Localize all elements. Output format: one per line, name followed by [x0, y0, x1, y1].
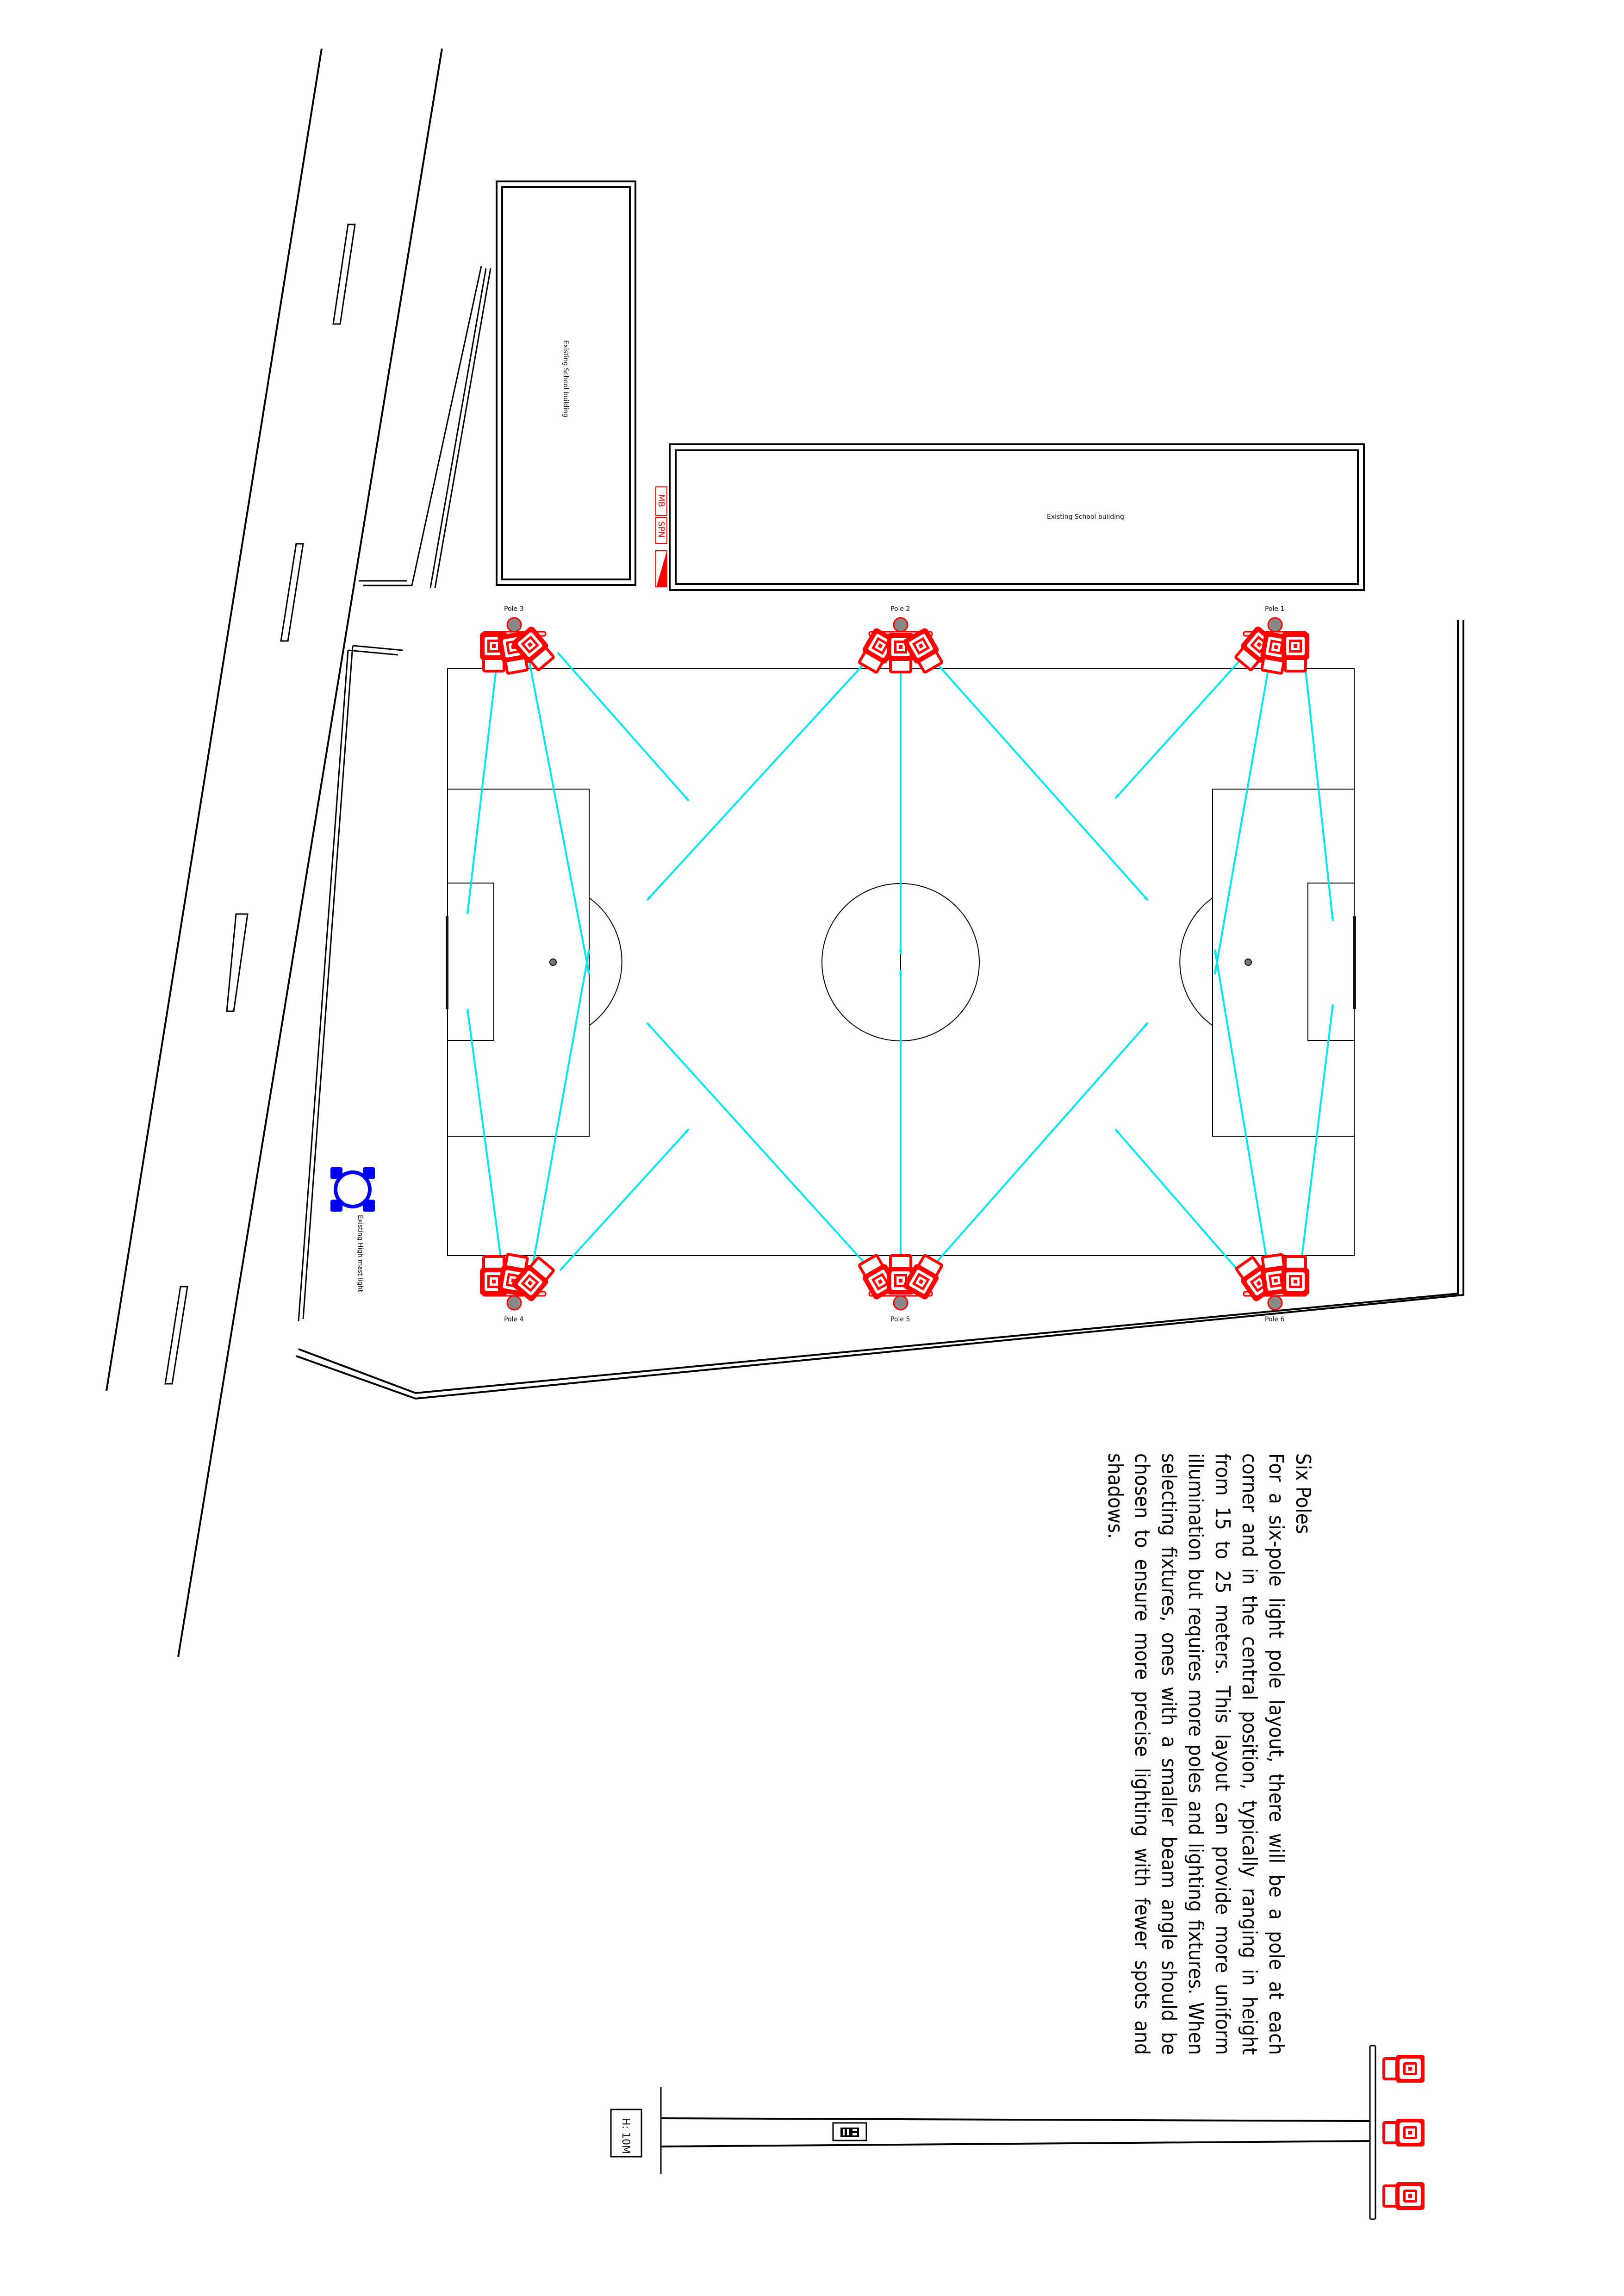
- pole-6[interactable]: Pole 6: [1234, 1254, 1308, 1323]
- pole-4[interactable]: Pole 4: [481, 1254, 556, 1323]
- aim-lines: [467, 652, 1333, 1271]
- pole-5[interactable]: Pole 5: [857, 1254, 945, 1323]
- pole-height-label: H: 10M: [620, 2118, 631, 2154]
- svg-text:MB: MB: [656, 494, 666, 507]
- pole-3[interactable]: Pole 3: [481, 605, 556, 674]
- description-block: Six Poles For a six-pole light pole layo…: [1101, 1453, 1316, 2055]
- svg-text:Pole 3: Pole 3: [504, 605, 523, 613]
- svg-text:Existing High mast light: Existing High mast light: [356, 1215, 364, 1293]
- building-vertical: Existing School building: [496, 180, 636, 586]
- building-label: Existing School building: [562, 340, 569, 417]
- pole-2[interactable]: Pole 2: [857, 605, 945, 674]
- svg-text:Pole 4: Pole 4: [504, 1316, 523, 1323]
- svg-text:SPN: SPN: [656, 521, 666, 538]
- svg-text:Pole 2: Pole 2: [890, 605, 910, 613]
- description-text: For a six-pole light pole layout, there …: [1103, 1453, 1288, 2055]
- section-title: Six Poles: [1291, 1453, 1315, 1534]
- building-horizontal: Existing School building: [669, 443, 1365, 591]
- svg-text:Pole 1: Pole 1: [1265, 605, 1284, 613]
- boundary-wall: [296, 620, 1464, 1400]
- existing-high-mast-light: Existing High mast light: [330, 1167, 375, 1293]
- pole-1[interactable]: Pole 1: [1233, 605, 1308, 674]
- svg-text:Pole 6: Pole 6: [1265, 1316, 1284, 1323]
- pole-elevation-detail: H: 10M: [610, 2045, 1425, 2220]
- building-label: Existing School building: [1047, 513, 1124, 521]
- svg-text:Pole 5: Pole 5: [890, 1316, 910, 1323]
- road: [106, 48, 492, 1657]
- panel-tags: MB SPN: [655, 486, 667, 587]
